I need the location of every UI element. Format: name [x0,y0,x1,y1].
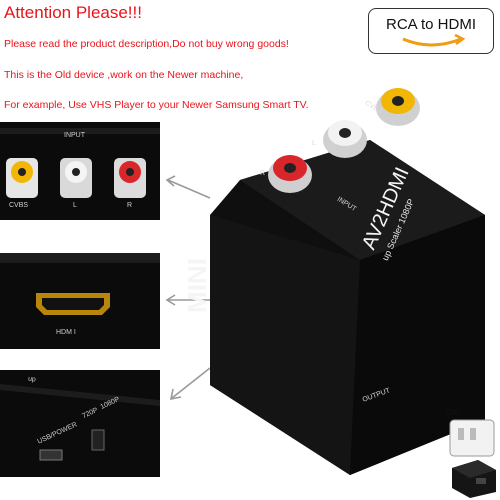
device-rca-white-port [323,120,367,158]
device-r-label: R [260,170,266,177]
badge-label: RCA to HDMI [385,16,476,33]
power-switch-detail: up USB/POWER 720P 1080P [0,370,160,477]
usb-power-adapter-icon [449,419,495,457]
gift-label: Gift: [446,408,461,417]
rca-white-port [60,158,92,198]
usb-port-icon [39,449,63,461]
r-port-label: R [127,202,133,209]
resolution-switch-icon [91,429,105,451]
device-l-label: L [312,140,316,147]
input-title-label: INPUT [64,132,85,139]
rca-to-hdmi-badge: RCA to HDMI [368,8,494,54]
input-ports-detail: INPUT CVBS L R [0,122,160,220]
description-line-2: This is the Old device ,work on the Newe… [4,69,244,81]
hdmi-port-icon [36,293,110,315]
description-line-3: For example, Use VHS Player to your Newe… [4,99,309,111]
device-rca-red-port [268,155,312,193]
device-rca-yellow-port [376,88,420,126]
l-port-label: L [73,202,77,209]
av2hdmi-device [210,88,485,475]
rca-yellow-port [6,158,38,198]
adapter-cube-icon [452,460,496,498]
attention-title: Attention Please!!! [4,3,142,22]
rca-red-port [114,158,146,198]
cvbs-port-label: CVBS [9,202,29,209]
hdmi-label: HDM I [56,329,76,336]
description-line-1: Please read the product description,Do n… [4,38,289,50]
hdmi-port-detail: HDM I [0,253,160,349]
amazon-smile-arrow-icon [402,33,466,47]
